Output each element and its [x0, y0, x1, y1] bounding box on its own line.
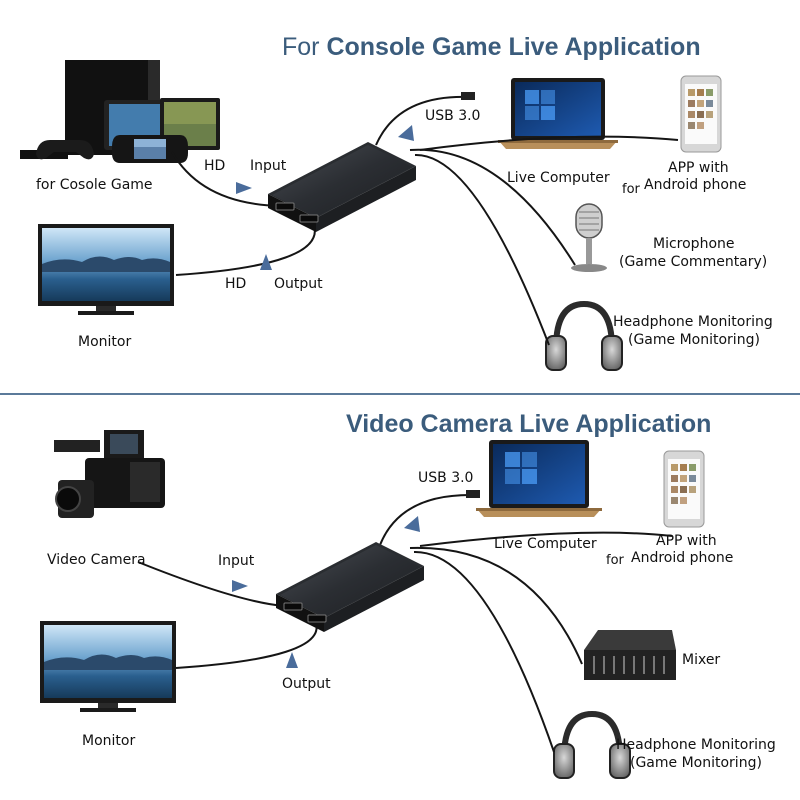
android-phone-label-bottom: Android phone	[631, 550, 734, 566]
headphones-illustration-bottom	[553, 710, 631, 779]
mixer-illustration	[584, 630, 676, 680]
usb-arrow-bottom	[404, 516, 420, 532]
game-console-illustration	[20, 60, 220, 163]
console-section-art	[20, 60, 722, 371]
camera-section-art	[40, 430, 705, 779]
microphone-illustration	[571, 203, 607, 272]
arrows-top	[236, 125, 414, 270]
input-label-top: Input	[250, 158, 287, 174]
title-main-text: Console Game Live Application	[326, 33, 701, 61]
usb-plug-top	[461, 92, 475, 100]
for-label-bottom: for	[606, 553, 624, 568]
cables-bottom	[137, 494, 673, 753]
monitor-label-top: Monitor	[78, 334, 132, 350]
headphone-sub-label-top: (Game Monitoring)	[628, 332, 760, 348]
hd-input-label: HD	[204, 158, 226, 174]
usb-arrow-top	[398, 125, 414, 141]
video-camera-illustration	[54, 430, 165, 518]
hd-output-label: HD	[225, 276, 247, 292]
camera-section-title: Video Camera Live Application	[346, 410, 712, 438]
monitor-illustration-top	[38, 224, 174, 315]
monitor-illustration-bottom	[40, 621, 176, 712]
arrows-bottom	[232, 516, 420, 668]
phone-illustration-top	[680, 75, 722, 153]
android-phone-label-top: Android phone	[644, 177, 747, 193]
output-arrow-top	[260, 254, 272, 270]
input-label-bottom: Input	[218, 553, 255, 569]
phone-illustration-bottom	[663, 450, 705, 528]
input-arrow-bottom	[232, 580, 248, 592]
output-label-top: Output	[274, 276, 323, 292]
console-label: for Cosole Game	[36, 177, 153, 193]
input-arrow-top	[236, 182, 252, 194]
usb-label-top: USB 3.0	[425, 108, 481, 124]
usb-plug-bottom	[466, 490, 480, 498]
headphone-label-bottom: Headphone Monitoring	[616, 737, 776, 753]
video-camera-label: Video Camera	[47, 552, 146, 568]
monitor-label-bottom: Monitor	[82, 733, 136, 749]
capture-card-top	[268, 142, 416, 232]
usb-label-bottom: USB 3.0	[418, 470, 474, 486]
console-section-title: For Console Game Live Application	[282, 33, 701, 62]
mixer-label: Mixer	[682, 652, 721, 668]
headphone-sub-label-bottom: (Game Monitoring)	[630, 755, 762, 771]
output-label-bottom: Output	[282, 676, 331, 692]
headphone-label-top: Headphone Monitoring	[613, 314, 773, 330]
live-computer-label-bottom: Live Computer	[494, 536, 597, 552]
microphone-label: Microphone	[653, 236, 735, 252]
laptop-illustration-top	[498, 78, 618, 149]
capture-card-bottom	[276, 542, 424, 632]
app-with-label-bottom: APP with	[656, 533, 717, 549]
laptop-illustration-bottom	[476, 440, 602, 517]
title-lead-word: For	[282, 33, 320, 61]
output-arrow-bottom	[286, 652, 298, 668]
microphone-sub-label: (Game Commentary)	[619, 254, 768, 270]
cables-top	[171, 95, 679, 346]
headphones-illustration-top	[545, 300, 623, 371]
app-with-label-top: APP with	[668, 160, 729, 176]
live-computer-label-top: Live Computer	[507, 170, 610, 186]
for-label-top: for	[622, 182, 640, 197]
